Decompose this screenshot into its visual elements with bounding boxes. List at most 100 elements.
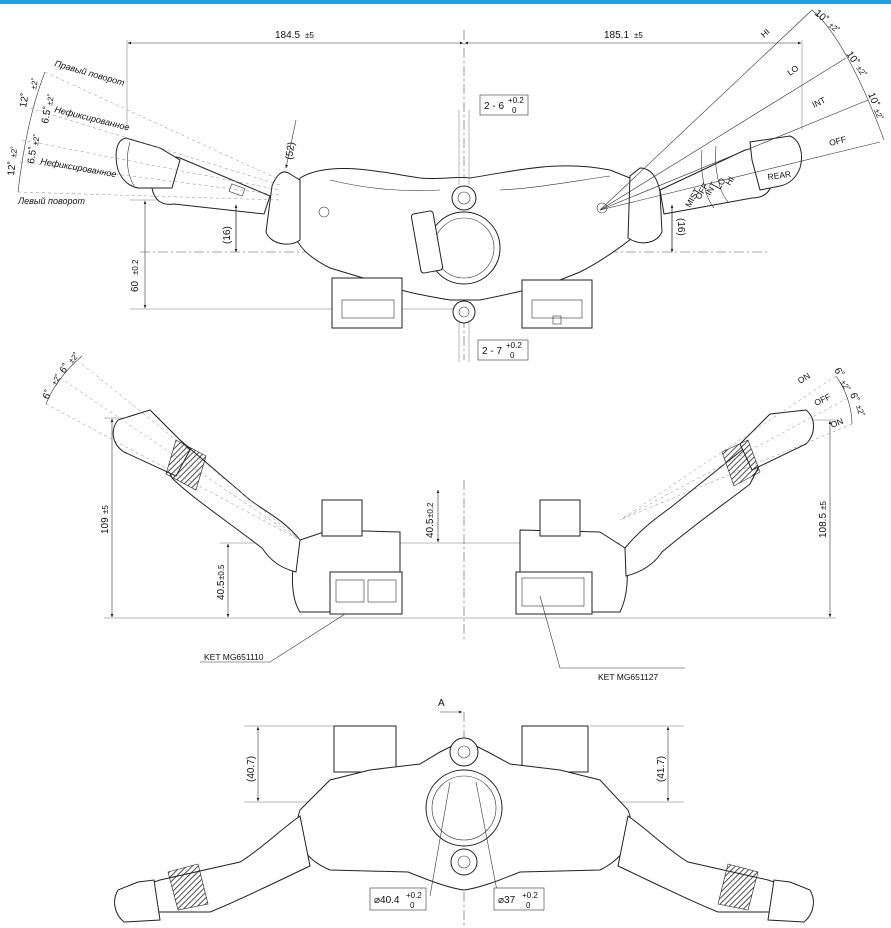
dim-slot-top: 2 - 6 [484,101,504,112]
connector-left-top [331,277,403,329]
right-angle-1: 10˚ [812,7,831,25]
angle-arc-front-left [45,355,83,405]
right-position-int: INT [810,95,827,110]
dim-mid-upper-tol: ±0.2 [426,502,435,518]
connector-right-front [515,571,593,615]
top-view: 184.5 ±5 185.1 ±5 60 ±0.2 2 - 6 [5,7,885,362]
right-angle-2-tol: ±2˚ [854,64,868,79]
angle-line [29,107,281,186]
bottom-right-knob [767,879,814,923]
left-angle-2: 6.5˚ [39,105,54,124]
leader-connector-right [539,595,685,669]
bottom-block-left [333,725,397,773]
connector-left-label: KET MG651110 [204,652,264,662]
angle-arc-right [811,9,885,141]
angle-line [619,375,837,521]
dim-front-left-height: 109 [100,517,111,534]
connector-right-top-inner [531,299,583,319]
front-left-knurl [165,439,207,491]
bottom-bore-inner [431,775,497,841]
right-position-hi: HI [759,26,772,39]
connector-right-key [552,315,562,325]
dim-right-width-tol: ±5 [634,31,643,40]
dim-dia-left: ⌀40.4 [374,895,400,906]
label-left-turn: Левый поворот [17,196,85,206]
dim-slot-bottom-tol-up: +0.2 [506,341,522,350]
right-stalk-rings [701,145,729,209]
dim-slot-top-tol-up: +0.2 [508,96,524,105]
screw-left [318,206,330,218]
angle-arc-left [17,71,46,193]
front-boss-right [539,499,581,537]
front-left-angle-1-tol: ±2˚ [50,372,64,387]
connector-right-label: KET MG651127 [598,672,658,682]
left-angle-1-tol: ±2˚ [29,77,40,90]
front-right-angle-1-tol: ±2˚ [838,379,852,394]
bottom-view: A (40.7) (41.7) ⌀40.4 +0.2 0 ⌀37 [114,698,814,926]
left-angle-3-tol: ±2˚ [31,133,42,146]
bottom-left-knurl [167,863,209,911]
dim-mid-lower-tol: ±0.5 [217,564,226,580]
right-angle-3-tol: ±2˚ [872,107,885,121]
right-position-off: OFF [828,134,847,148]
left-stalk-collar [265,171,301,245]
angle-line [17,191,281,201]
dim-dia-left-tol-down: 0 [410,901,415,910]
left-stalk-knob [115,137,181,189]
dim-box-dia-left [369,887,427,911]
angle-line [59,377,301,541]
front-right-stalk [624,445,765,577]
dim-front-right-height: 108.5 [818,513,829,538]
front-left-angle-2: 6˚ [57,361,72,376]
front-right-angle-1: 6˚ [831,366,846,380]
right-position-lo: LO [785,63,800,78]
connector-left-top-inner [341,299,395,319]
bottom-mount-hole [458,306,470,318]
front-view: 109 ±5 108.5 ±5 40.5 ±0.5 40.5 ±0.2 6˚ ±… [40,350,866,682]
angle-line [44,71,281,181]
right-stalk-top [627,135,803,252]
front-right-angle-2: 6˚ [847,391,861,403]
front-boss-left [321,499,363,537]
bottom-mount-hole-top [457,745,471,759]
left-angle-4-tol: ±2˚ [9,145,19,158]
angle-line [19,161,281,196]
angle-line [45,403,301,541]
angle-line [619,397,849,521]
label-unfixed-2: Нефиксированное [40,156,118,179]
dimension-line-52 [285,119,297,169]
dim-left-width: 184.5 [275,30,300,41]
connector-left-cavity-a [335,579,365,603]
connector-left-front [329,571,403,615]
leader-dia-left [429,781,451,897]
right-stalk-collar [627,167,663,244]
front-right-angle-2-tol: ±2˚ [854,404,866,418]
section-mark-a: A [438,698,445,709]
bottom-block-right [521,725,589,773]
left-angle-2-tol: ±2˚ [45,93,56,106]
dim-bottom-right-height: (41.7) [656,756,667,782]
left-knob-edge [127,141,135,187]
dim-box-slot-bottom [477,339,529,361]
dim-front-left-height-tol: ±5 [101,505,110,514]
angle-arc-front-right [835,375,853,425]
connector-left-cavity-b [367,579,397,603]
left-angle-1: 12˚ [17,92,31,108]
connector-right-top [521,279,593,329]
bottom-bore-outer [425,769,503,847]
dim-front-right-height-tol: ±5 [819,501,828,510]
left-stalk-switch [228,183,246,197]
dim-left-width-tol: ±5 [305,31,314,40]
dim-box-dia-right [493,887,545,911]
label-right-turn: Правый поворот [53,58,126,88]
dim-slot-bottom-tol-down: 0 [510,351,515,360]
angle-line-lo [599,57,847,211]
front-right-position-off: OFF [812,391,832,407]
dim-slot-bottom: 2 - 7 [482,346,502,357]
angle-line [21,139,281,191]
bottom-mount-boss-top [449,737,479,767]
front-right-knob [739,409,814,471]
dim-left-stub: (16) [222,226,233,244]
bore-tab [410,210,444,274]
